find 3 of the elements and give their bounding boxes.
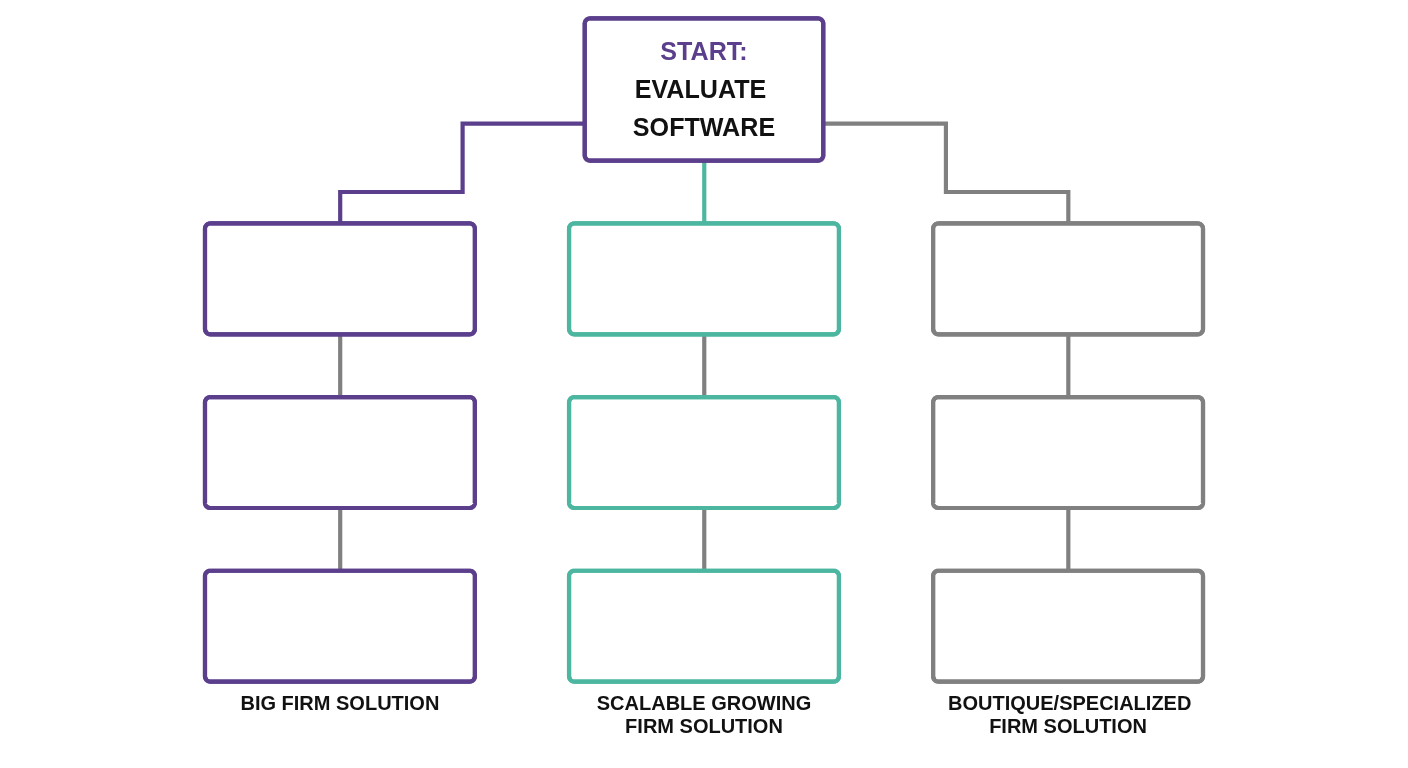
column-caption: BOUTIQUE/SPECIALIZED FIRM SOLUTION (948, 691, 1189, 738)
column-caption: BIG FIRM SOLUTION (239, 691, 441, 715)
column-caption: SCALABLE GROWING FIRM SOLUTION (595, 691, 813, 738)
